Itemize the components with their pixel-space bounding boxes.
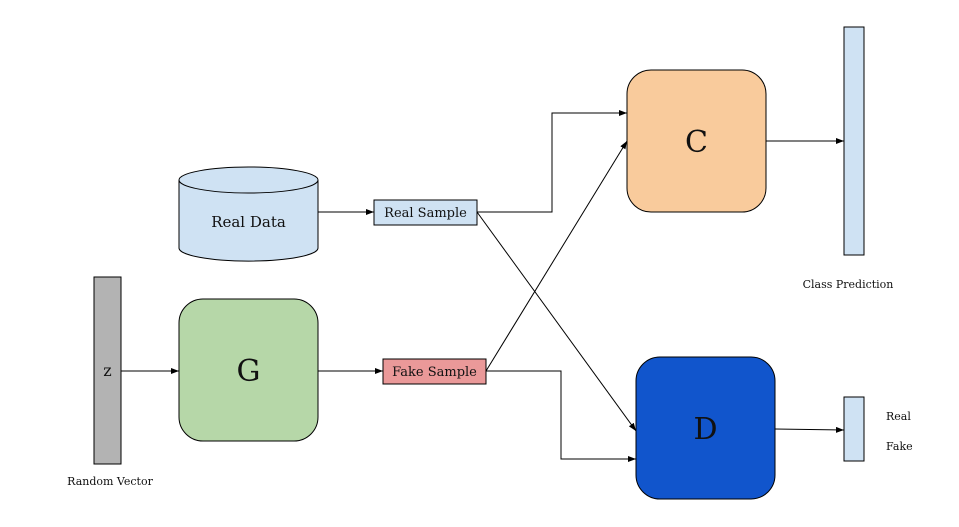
real-sample-node: Real Sample: [373, 199, 478, 226]
class-prediction-output: Class Prediction: [803, 26, 894, 291]
classifier-node: C: [626, 69, 767, 213]
fake-output-label: Fake: [886, 440, 913, 453]
z-vector-bar: [93, 276, 122, 465]
fake-sample-label: Fake Sample: [392, 365, 477, 380]
discriminator-box: [635, 356, 776, 500]
class-prediction-bar: [843, 26, 865, 256]
edges: [121, 110, 845, 462]
edge-d-to-real-fake: [774, 426, 845, 433]
real-data-cylinder-top: [178, 166, 319, 194]
real-data-label: Real Data: [211, 213, 286, 231]
generator-node: G: [178, 298, 319, 442]
fake-sample-box: [382, 358, 487, 385]
real-output-label: Real: [886, 410, 911, 423]
edge-fake-sample-to-c: [485, 140, 628, 372]
edge-fake-sample-to-d: [486, 370, 636, 462]
classifier-box: [626, 69, 767, 213]
fake-sample-node: Fake Sample: [382, 358, 487, 385]
z-label: z: [103, 361, 111, 380]
random-vector-caption: Random Vector: [67, 475, 153, 488]
discriminator-node: D: [635, 356, 776, 500]
discriminator-label: D: [693, 412, 717, 447]
edge-real-sample-to-d: [476, 211, 637, 432]
generator-box: [178, 298, 319, 442]
real-data-cylinder-body: [178, 180, 319, 262]
random-vector: z Random Vector: [67, 276, 154, 488]
class-prediction-caption: Class Prediction: [803, 278, 894, 291]
real-fake-bar: [843, 396, 865, 462]
real-fake-output: Real Fake: [843, 396, 913, 462]
classifier-label: C: [685, 125, 708, 160]
real-data-cylinder: Real Data: [178, 166, 319, 262]
edge-real-sample-to-c: [477, 110, 627, 213]
real-sample-label: Real Sample: [384, 206, 467, 221]
real-sample-box: [373, 199, 478, 226]
generator-label: G: [237, 354, 261, 389]
